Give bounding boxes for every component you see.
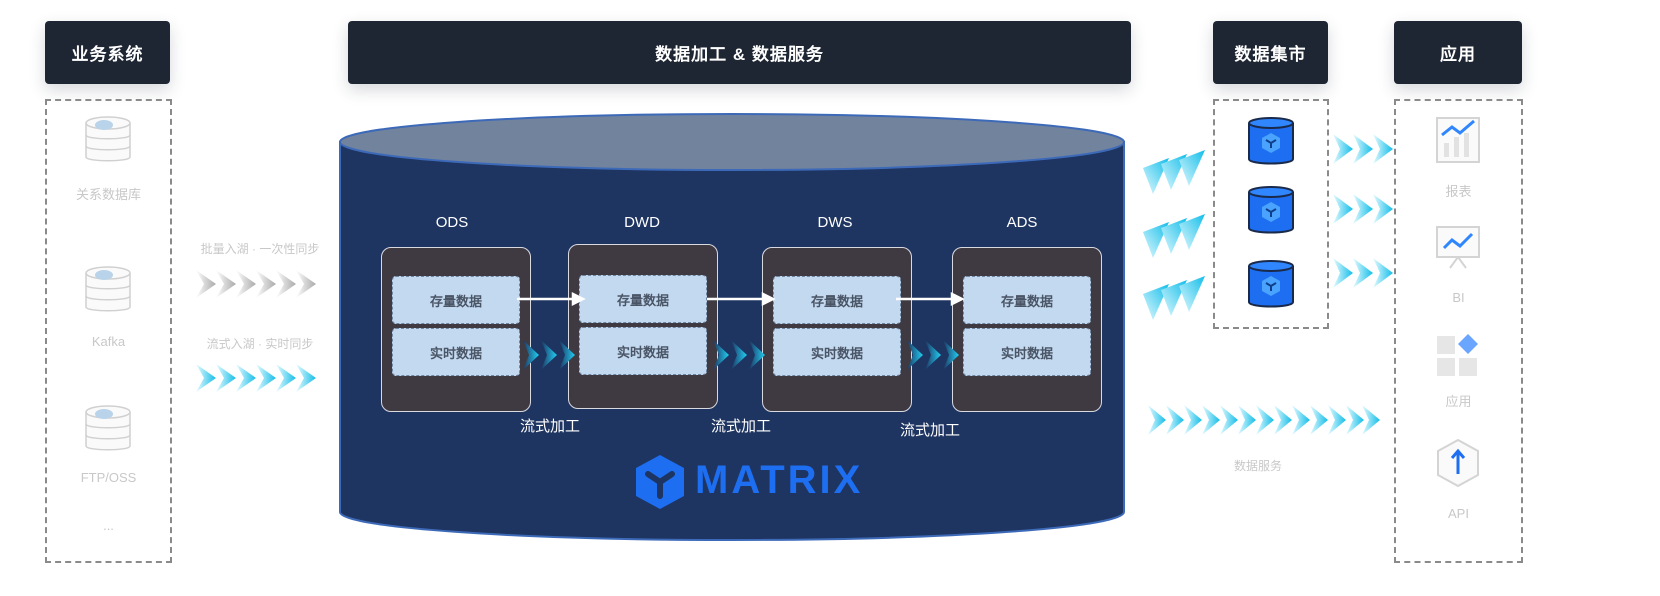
applications-panel xyxy=(1394,99,1523,563)
header-applications: 应用 xyxy=(1394,21,1522,84)
database-icon xyxy=(85,266,131,312)
stream-ingest-arrows xyxy=(196,364,316,392)
apps-grid-icon xyxy=(1437,334,1478,376)
to-mart-arrows xyxy=(1143,150,1205,320)
realtime-data-cell: 实时数据 xyxy=(963,328,1091,376)
header-processing: 数据加工 & 数据服务 xyxy=(348,21,1131,84)
source-label-rdb: 关系数据库 xyxy=(75,187,141,202)
data-service-label: 数据服务 xyxy=(1233,459,1282,473)
layer-label-dwd: DWD xyxy=(624,214,660,231)
matrix-logo-icon xyxy=(636,455,684,509)
batch-ingest-arrows xyxy=(196,270,316,298)
layer-label-dws: DWS xyxy=(817,214,853,231)
mart-database-icon xyxy=(1248,260,1294,308)
api-icon xyxy=(1437,438,1479,488)
realtime-data-cell: 实时数据 xyxy=(579,327,707,375)
stream-process-label: 流式加工 xyxy=(710,418,771,435)
stage-ads: 存量数据 实时数据 xyxy=(952,247,1102,412)
header-source-systems: 业务系统 xyxy=(45,21,170,84)
matrix-brand-text: MATRIX xyxy=(695,458,864,502)
stream-process-label: 流式加工 xyxy=(899,422,960,439)
app-label-bi: BI xyxy=(1452,290,1465,305)
more-ellipsis: ... xyxy=(103,518,114,533)
source-label-kafka: Kafka xyxy=(91,334,126,349)
realtime-data-cell: 实时数据 xyxy=(773,328,901,376)
source-systems-panel xyxy=(45,99,172,563)
layer-label-ads: ADS xyxy=(1006,214,1038,231)
bi-dashboard-icon xyxy=(1436,226,1480,269)
source-label-ftp: FTP/OSS xyxy=(80,470,137,485)
database-icon xyxy=(85,405,131,451)
stage-dwd: 存量数据 实时数据 xyxy=(568,244,718,409)
stream-ingest-label: 流式入湖 · 实时同步 xyxy=(206,337,314,351)
stock-flow-arrows xyxy=(517,291,965,307)
database-icon xyxy=(85,116,131,162)
app-label-api: API xyxy=(1448,506,1469,521)
stage-dws: 存量数据 实时数据 xyxy=(762,247,912,412)
data-service-arrows xyxy=(1148,405,1380,435)
app-label-apps: 应用 xyxy=(1445,394,1472,409)
realtime-data-cell: 实时数据 xyxy=(392,328,520,376)
mart-database-icon xyxy=(1248,117,1294,165)
stock-data-cell: 存量数据 xyxy=(579,275,707,323)
header-data-mart: 数据集市 xyxy=(1213,21,1328,84)
realtime-flow-chevrons xyxy=(523,340,959,370)
stock-data-cell: 存量数据 xyxy=(963,276,1091,324)
mart-database-icon xyxy=(1248,186,1294,234)
layer-label-ods: ODS xyxy=(435,214,469,231)
report-icon xyxy=(1436,117,1480,163)
stock-data-cell: 存量数据 xyxy=(392,276,520,324)
app-label-report: 报表 xyxy=(1445,184,1472,199)
stage-ods: 存量数据 实时数据 xyxy=(381,247,531,412)
data-mart-panel xyxy=(1213,99,1329,329)
batch-ingest-label: 批量入湖 · 一次性同步 xyxy=(200,242,320,256)
stream-process-label: 流式加工 xyxy=(519,418,580,435)
stock-data-cell: 存量数据 xyxy=(773,276,901,324)
mart-to-apps-arrows xyxy=(1333,134,1393,288)
